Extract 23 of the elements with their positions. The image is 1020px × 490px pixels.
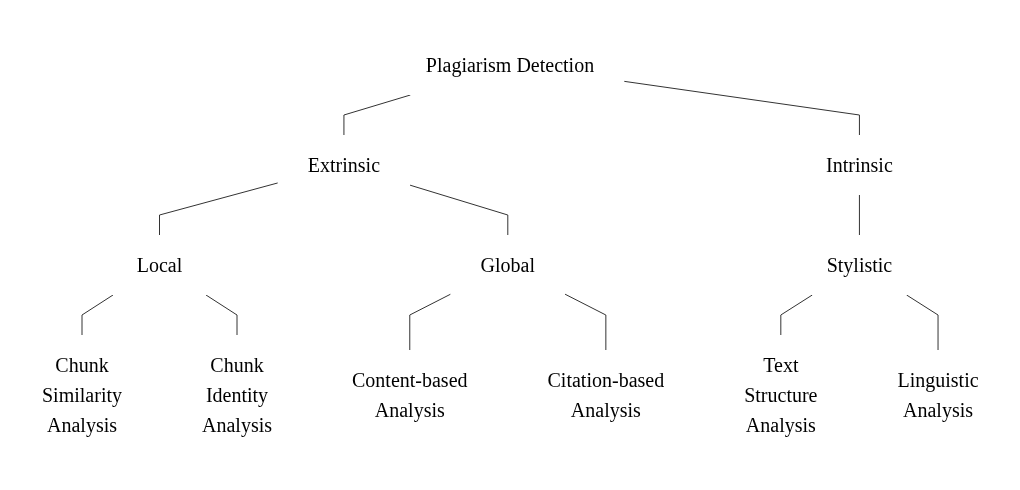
- connector: [564, 293, 607, 351]
- node-text: Text Structure Analysis: [743, 354, 818, 436]
- connector: [158, 182, 278, 236]
- connector: [408, 293, 451, 351]
- node-text: Chunk Identity Analysis: [201, 354, 272, 436]
- node-text: Local: [136, 254, 182, 276]
- connector: [780, 294, 813, 336]
- connector: [623, 80, 860, 136]
- node-text: Plagiarism Detection: [425, 54, 594, 76]
- node-text: Chunk Similarity Analysis: [41, 354, 122, 436]
- connector: [905, 294, 939, 351]
- node-text: Global: [480, 254, 535, 276]
- node-text: Intrinsic: [825, 154, 893, 176]
- connector: [409, 184, 508, 236]
- node-text: Linguistic Analysis: [897, 369, 979, 421]
- connector: [205, 294, 238, 336]
- connector: [81, 294, 114, 336]
- node-text: Content-based Analysis: [351, 369, 468, 421]
- connector: [343, 94, 411, 136]
- node-text: Stylistic: [826, 254, 892, 276]
- node-text: Extrinsic: [307, 154, 380, 176]
- connector: [858, 194, 860, 236]
- node-text: Citation-based Analysis: [547, 369, 664, 421]
